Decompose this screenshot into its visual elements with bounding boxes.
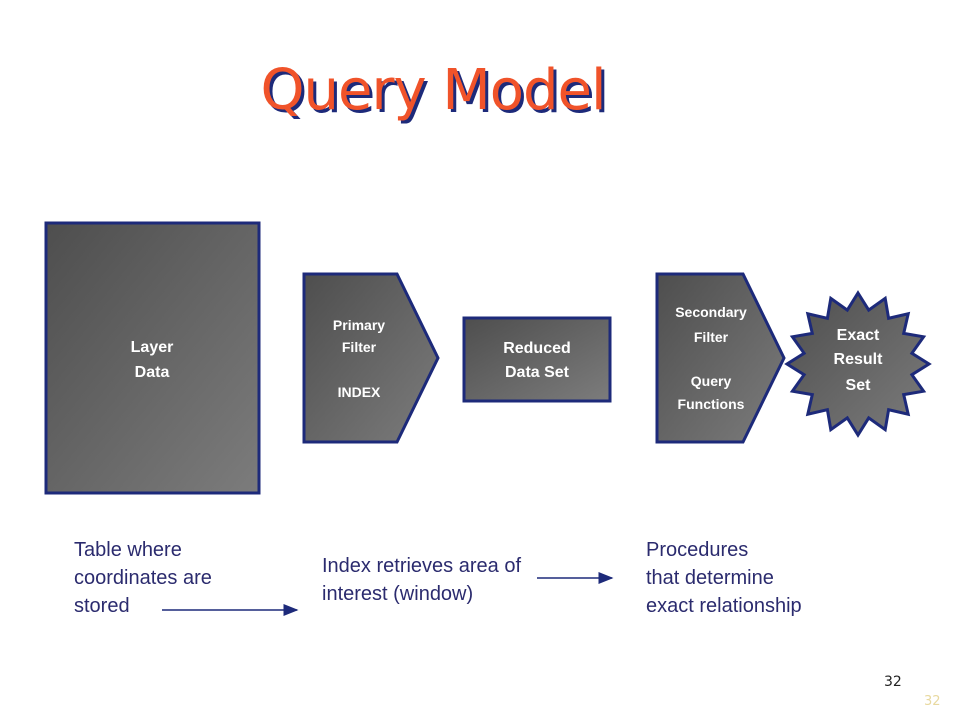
reduced-data-set-label-line1: Reduced	[503, 340, 571, 357]
caption-index-retrieval: Index retrieves area of interest (window…	[322, 555, 521, 605]
secondary-filter-shape: Secondary Filter Query Functions	[655, 272, 786, 444]
primary-filter-index-label: INDEX	[338, 384, 381, 400]
slide-number-ghost: 32	[924, 694, 941, 709]
layer-data-box: Layer Data	[44, 221, 261, 495]
primary-filter-shape: Primary Filter INDEX	[302, 272, 440, 444]
primary-filter-label-line1: Primary	[333, 317, 385, 333]
caption-procedures: Procedures that determine exact relation…	[646, 539, 802, 617]
exact-result-label-line1: Exact	[837, 327, 880, 344]
layer-data-label-line2: Data	[135, 364, 170, 381]
primary-filter-label-line2: Filter	[342, 339, 377, 355]
secondary-filter-label-line1: Secondary	[675, 304, 747, 320]
layer-data-label-line1: Layer	[131, 339, 174, 356]
slide-title: Query Model	[260, 58, 606, 123]
exact-result-set-starburst: Exact Result Set	[784, 290, 932, 438]
reduced-data-set-box: Reduced Data Set	[462, 316, 612, 403]
secondary-filter-sub-line2: Functions	[678, 396, 745, 412]
reduced-data-set-label-line2: Data Set	[505, 364, 570, 381]
secondary-filter-sub-line1: Query	[691, 373, 732, 389]
slide-number: 32	[884, 674, 902, 690]
exact-result-label-line2: Result	[834, 351, 884, 368]
exact-result-label-line3: Set	[846, 377, 872, 394]
caption-table-storage: Table where coordinates are stored	[74, 539, 212, 617]
secondary-filter-label-line2: Filter	[694, 329, 729, 345]
